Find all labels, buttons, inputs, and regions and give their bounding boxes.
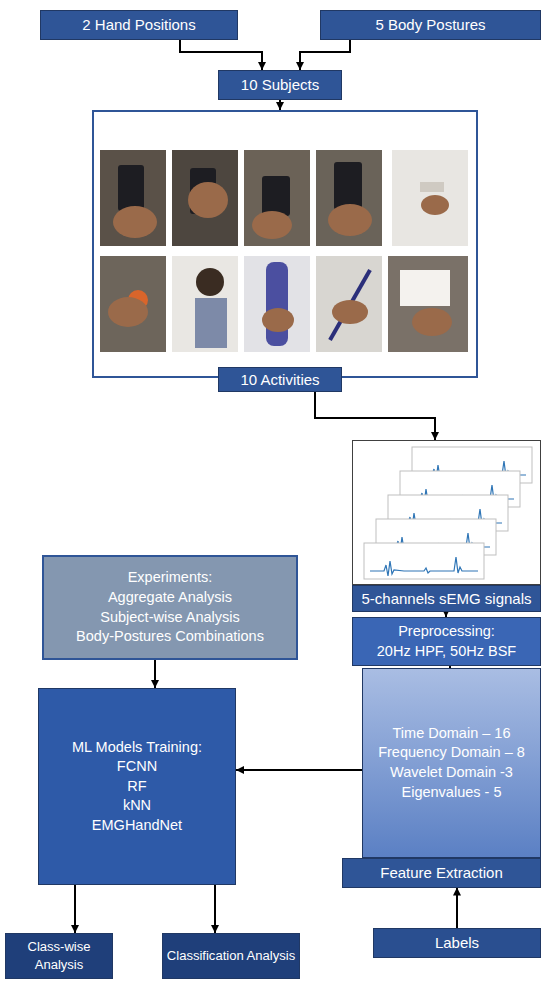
flow-arrow <box>279 100 281 110</box>
hand <box>252 211 292 239</box>
hand <box>421 195 449 215</box>
node-text: Feature Extraction <box>380 863 503 883</box>
photo <box>316 150 382 246</box>
flow-arrow <box>214 885 216 933</box>
node-text: FCNN <box>117 757 157 777</box>
node-text: 2 Hand Positions <box>82 15 195 35</box>
image-panel: 10 Activities <box>92 110 478 392</box>
switch <box>420 182 444 192</box>
node-text: Classification Analysis <box>167 947 295 965</box>
hand <box>412 308 452 336</box>
node-text: 20Hz HPF, 50Hz BSF <box>377 642 516 662</box>
hand <box>108 297 148 327</box>
hand <box>332 300 368 324</box>
node-text: Preprocessing: <box>398 622 495 642</box>
input-box: 2 Hand Positions <box>40 10 238 40</box>
photo <box>172 256 238 352</box>
node-text: ML Models Training: <box>72 738 202 758</box>
photo <box>244 150 310 246</box>
flow-arrow <box>315 392 435 440</box>
node-text: Body-Postures Combinations <box>76 627 264 647</box>
phone <box>118 165 144 211</box>
panel-label: 5-channels sEMG signals <box>352 585 541 612</box>
hand <box>113 206 157 238</box>
flow-arrow <box>236 769 362 771</box>
node-text: RF <box>127 777 146 797</box>
node-text: Frequency Domain – 8 <box>378 743 525 763</box>
hand <box>262 308 294 332</box>
panel-label: 10 Activities <box>218 367 342 393</box>
node-text: 5-channels sEMG signals <box>361 589 531 609</box>
feature-box: Time Domain – 16Frequency Domain – 8Wave… <box>362 668 541 858</box>
flow-arrow <box>456 888 458 929</box>
panel-frame <box>352 440 541 585</box>
paper <box>400 270 450 306</box>
hand <box>328 204 372 236</box>
node-text: Class-wise Analysis <box>6 938 112 973</box>
node-text: Labels <box>435 933 479 953</box>
node-text: Time Domain – 16 <box>393 724 511 744</box>
node-text: kNN <box>123 796 151 816</box>
hand <box>188 182 228 218</box>
process-box: 10 Subjects <box>218 70 342 100</box>
node-text: EMGHandNet <box>92 816 182 836</box>
node-text: Subject-wise Analysis <box>100 608 239 628</box>
photo <box>316 256 382 352</box>
pen <box>330 270 370 340</box>
phone <box>334 162 362 210</box>
signal-panel: 5-channels sEMG signals <box>352 440 541 612</box>
signal-trace <box>370 557 478 576</box>
process-box: Feature Extraction <box>342 858 541 888</box>
activity-photos <box>100 150 468 352</box>
output-box: Classification Analysis <box>162 933 300 979</box>
node-text: Wavelet Domain -3 <box>390 763 513 783</box>
photo <box>392 150 468 246</box>
process-box: Preprocessing:20Hz HPF, 50Hz BSF <box>352 617 541 666</box>
photo <box>244 256 310 352</box>
head <box>196 268 224 296</box>
model-box: ML Models Training:FCNNRFkNNEMGHandNet <box>38 688 236 885</box>
experiment-box: Experiments:Aggregate AnalysisSubject-wi… <box>42 555 298 660</box>
node-text: 10 Subjects <box>241 75 319 95</box>
node-text: 5 Body Postures <box>375 15 485 35</box>
photo <box>388 256 468 352</box>
photo <box>172 150 238 246</box>
node-text: 10 Activities <box>240 370 319 390</box>
body <box>195 298 227 348</box>
flow-arrow <box>300 40 350 71</box>
photo <box>100 150 166 246</box>
flow-arrow <box>180 40 262 71</box>
flow-arrow <box>154 660 156 688</box>
node-text: Eigenvalues - 5 <box>402 783 502 803</box>
photo <box>100 256 166 352</box>
node-text: Experiments: <box>128 568 213 588</box>
phone <box>262 176 290 216</box>
signal-card <box>364 543 484 579</box>
input-box: Labels <box>373 928 541 958</box>
input-box: 5 Body Postures <box>320 10 541 40</box>
plot-frame <box>364 543 484 579</box>
signal-plots <box>364 447 532 579</box>
node-text: Aggregate Analysis <box>108 588 232 608</box>
panel-frame <box>92 110 478 378</box>
bottle <box>266 262 288 346</box>
output-box: Class-wise Analysis <box>5 933 113 979</box>
flow-arrow <box>74 885 76 933</box>
